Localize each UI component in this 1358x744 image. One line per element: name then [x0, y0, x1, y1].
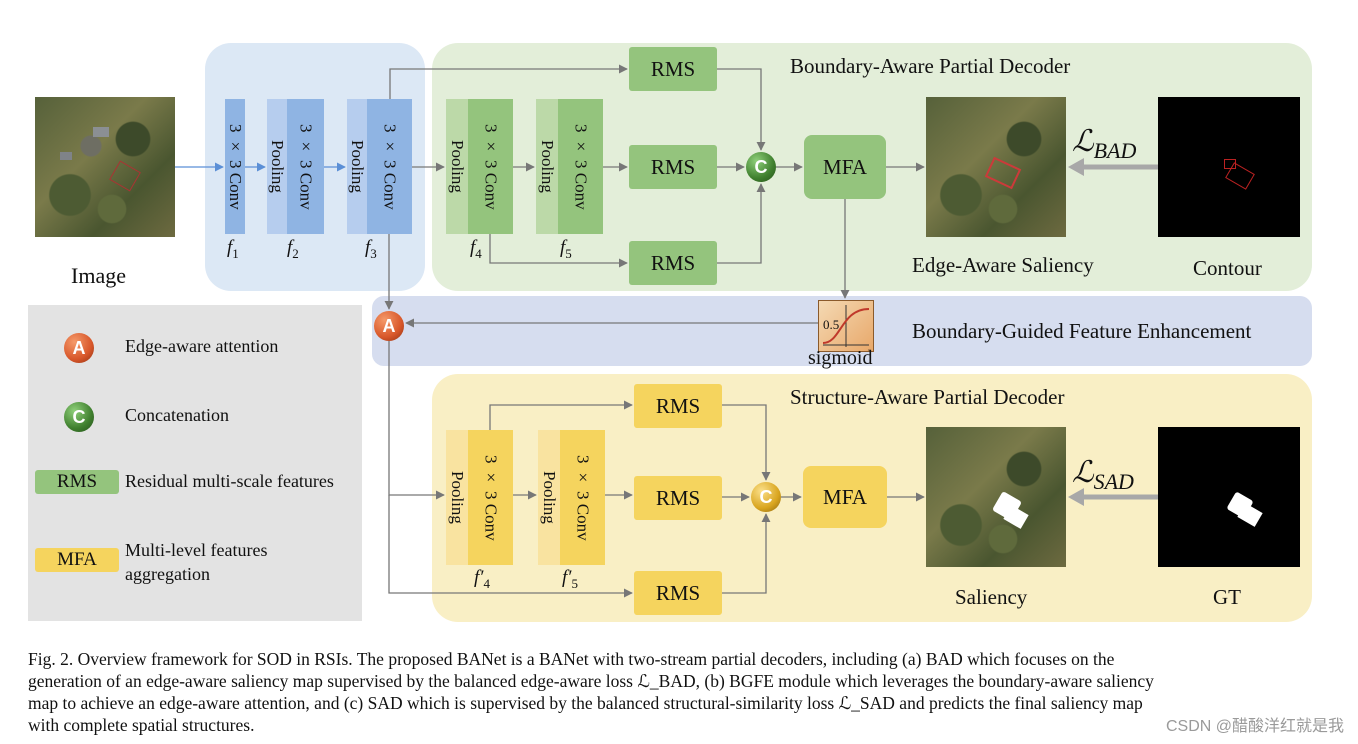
sigmoid-label: sigmoid: [808, 347, 873, 369]
legend-attention-label: Edge-aware attention: [125, 336, 279, 356]
caption-line-2: generation of an edge-aware saliency map…: [28, 671, 1154, 691]
sad-pool-block-5: Pooling: [538, 430, 560, 565]
legend-mfa-label-2: aggregation: [125, 564, 210, 584]
contour-label: Contour: [1193, 256, 1262, 280]
pool-block-2: Pooling: [267, 99, 287, 234]
saliency-image: [926, 427, 1066, 567]
watermark: CSDN @醋酸洋红就是我: [1165, 718, 1344, 735]
conv-block-2: 3 × 3 Conv: [287, 99, 324, 234]
figure-caption: Fig. 2. Overview framework for SOD in RS…: [28, 648, 1328, 736]
bad-rms-bottom: RMS: [629, 241, 717, 285]
caption-line-1: Fig. 2. Overview framework for SOD in RS…: [28, 649, 1115, 669]
feature-f5: f5: [560, 237, 572, 261]
sad-pool-label-5: Pooling: [540, 471, 559, 524]
contour-image: [1158, 97, 1300, 237]
bad-pool-label-5: Pooling: [538, 140, 557, 193]
sad-concat-icon: C: [751, 482, 781, 512]
feature-f1: f1: [227, 237, 239, 261]
pool-label-2: Pooling: [268, 140, 287, 193]
feature-f3: f3: [365, 237, 377, 261]
conv-label-1: 3 × 3 Conv: [226, 123, 245, 210]
feature-f5-prime: f′5: [562, 567, 578, 591]
sad-rms-middle: RMS: [634, 476, 722, 520]
bgfe-attention-icon: A: [374, 311, 404, 341]
bad-loss-label: ℒBAD: [1072, 125, 1137, 163]
sad-pool-label-4: Pooling: [448, 471, 467, 524]
gt-label: GT: [1213, 585, 1241, 609]
bad-rms-middle: RMS: [629, 145, 717, 189]
bad-rms-top: RMS: [629, 47, 717, 91]
legend-mfa-label-1: Multi-level features: [125, 540, 268, 560]
caption-line-4: with complete spatial structures.: [28, 715, 255, 735]
bgfe-title: Boundary-Guided Feature Enhancement: [912, 319, 1252, 343]
sad-rms-bottom: RMS: [634, 571, 722, 615]
bad-conv-label-5: 3 × 3 Conv: [571, 123, 591, 210]
sigmoid-box: 0.5: [818, 300, 874, 352]
bad-conv-label-4: 3 × 3 Conv: [481, 123, 501, 210]
bad-concat-icon: C: [746, 152, 776, 182]
legend-rms-swatch: RMS: [35, 470, 119, 494]
conv-label-2: 3 × 3 Conv: [296, 123, 316, 210]
gt-image: [1158, 427, 1300, 567]
sad-mfa-block: MFA: [803, 466, 887, 528]
sigmoid-value: 0.5: [823, 317, 840, 332]
bad-conv-block-4: 3 × 3 Conv: [468, 99, 513, 234]
conv-block-3: 3 × 3 Conv: [367, 99, 412, 234]
sigmoid-curve-icon: [822, 305, 870, 347]
edge-aware-saliency-image: [926, 97, 1066, 237]
bad-title: Boundary-Aware Partial Decoder: [790, 54, 1071, 78]
image-label: Image: [71, 263, 126, 288]
sad-conv-block-4: 3 × 3 Conv: [468, 430, 513, 565]
caption-line-3: map to achieve an edge-aware attention, …: [28, 693, 1143, 713]
legend-concat-icon: C: [64, 402, 94, 432]
bad-pool-label-4: Pooling: [448, 140, 467, 193]
sad-conv-block-5: 3 × 3 Conv: [560, 430, 605, 565]
pool-label-3: Pooling: [348, 140, 367, 193]
bad-pool-block-5: Pooling: [536, 99, 558, 234]
bad-pool-block-4: Pooling: [446, 99, 468, 234]
sad-title: Structure-Aware Partial Decoder: [790, 385, 1065, 409]
legend-mfa-swatch: MFA: [35, 548, 119, 572]
legend-concat-label: Concatenation: [125, 405, 229, 425]
bad-mfa-block: MFA: [804, 135, 886, 199]
sad-rms-top: RMS: [634, 384, 722, 428]
conv-label-3: 3 × 3 Conv: [380, 123, 400, 210]
pool-block-3: Pooling: [347, 99, 367, 234]
legend-rms-label: Residual multi-scale features: [125, 471, 334, 491]
sad-conv-label-4: 3 × 3 Conv: [481, 454, 501, 541]
bad-conv-block-5: 3 × 3 Conv: [558, 99, 603, 234]
conv-block-1: 3 × 3 Conv: [225, 99, 245, 234]
input-image: [35, 97, 175, 237]
sad-loss-label: ℒSAD: [1072, 456, 1134, 494]
feature-f2: f2: [287, 237, 299, 261]
edge-aware-saliency-label: Edge-Aware Saliency: [912, 253, 1094, 277]
sad-conv-label-5: 3 × 3 Conv: [573, 454, 593, 541]
feature-f4-prime: f′4: [474, 567, 490, 591]
feature-f4: f4: [470, 237, 482, 261]
saliency-label: Saliency: [955, 585, 1028, 609]
sad-pool-block-4: Pooling: [446, 430, 468, 565]
legend-attention-icon: A: [64, 333, 94, 363]
